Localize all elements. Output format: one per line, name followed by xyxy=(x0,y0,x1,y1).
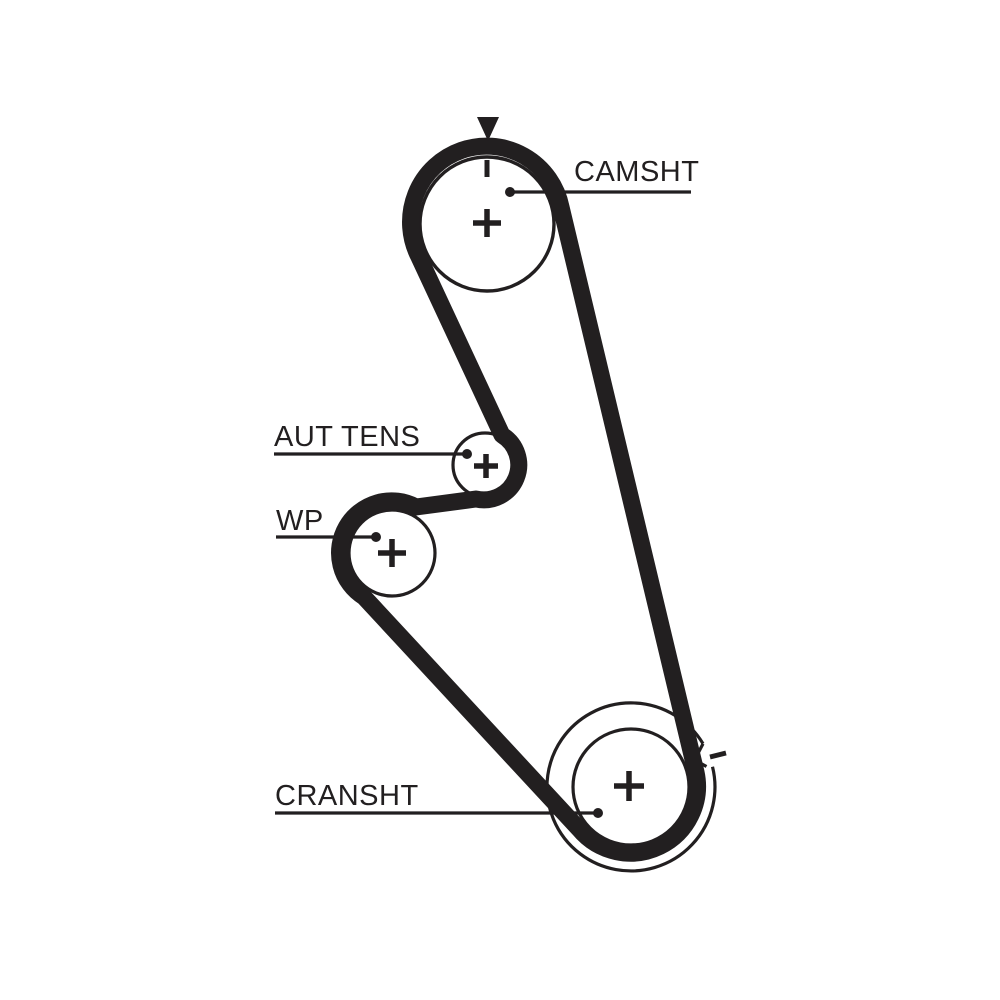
label-crankshaft: CRANSHT xyxy=(275,780,419,812)
crankshaft-flange-circle xyxy=(545,701,717,873)
timing-belt-path xyxy=(331,137,706,862)
crankshaft-timing-dash-icon xyxy=(709,750,727,760)
tensioner-leader-dot xyxy=(462,449,472,459)
crankshaft-leader-dot xyxy=(593,808,603,818)
label-camshaft: CAMSHT xyxy=(574,156,700,188)
label-water-pump: WP xyxy=(276,505,324,537)
camshaft-leader-dot xyxy=(505,187,515,197)
label-tensioner: AUT TENS xyxy=(274,421,421,453)
center-cross-marks xyxy=(378,209,644,801)
water-pump-leader-dot xyxy=(371,532,381,542)
water-pump-pulley-circle xyxy=(347,508,437,598)
camshaft-arrow-icon xyxy=(477,117,499,141)
leader-lines xyxy=(274,187,691,818)
camshaft-pulley-circle xyxy=(418,155,556,293)
